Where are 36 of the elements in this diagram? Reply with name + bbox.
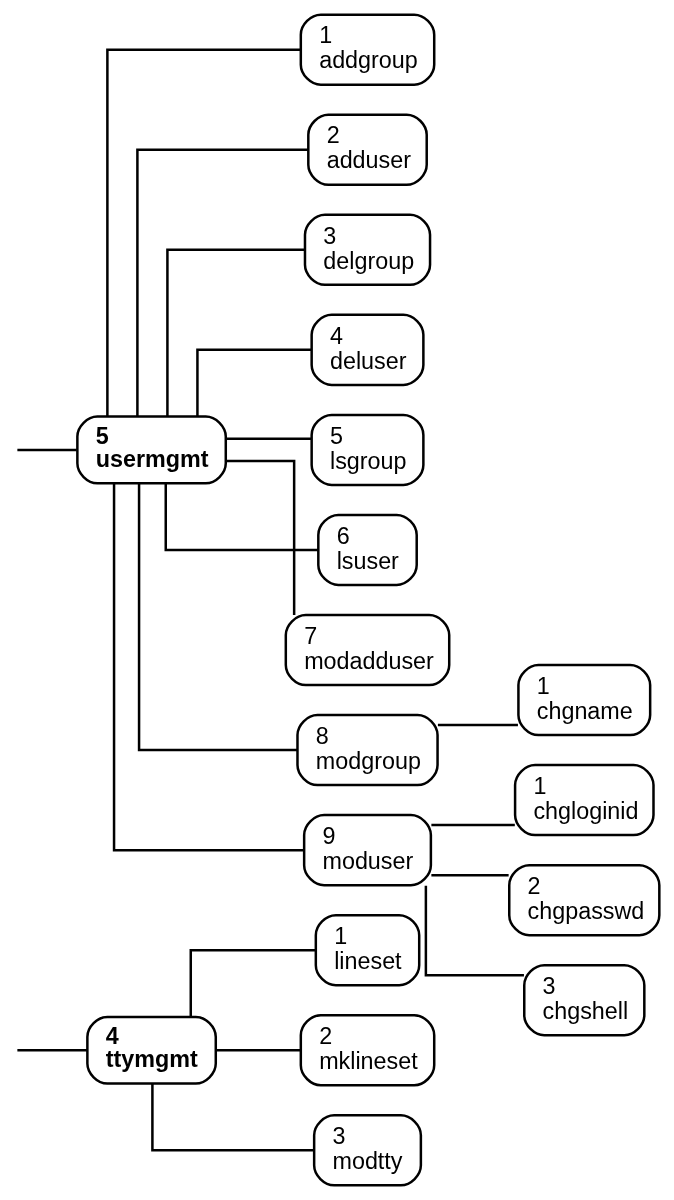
node-box: 3 chgshell <box>522 963 646 1037</box>
node-box: 2 chgpasswd <box>507 863 661 937</box>
connector <box>137 483 297 752</box>
connector <box>430 873 509 877</box>
connector <box>225 437 311 441</box>
node-box: 3 delgroup <box>303 213 431 287</box>
node-box: 6 lsuser <box>316 513 418 587</box>
connector <box>189 948 315 1017</box>
node-box: 9 moduser <box>302 813 432 887</box>
node-box: 2 mklineset <box>299 1013 435 1087</box>
connector <box>430 823 515 827</box>
node-box: 2 adduser <box>306 113 428 187</box>
connector <box>215 1049 300 1052</box>
node-box: 1 lineset <box>314 913 420 987</box>
node-box: 8 modgroup <box>295 713 439 787</box>
connector <box>135 148 308 417</box>
connector <box>225 459 295 615</box>
connector <box>150 1084 314 1152</box>
node-box: 3 modtty <box>312 1114 422 1187</box>
node-box: 1 addgroup <box>299 13 435 86</box>
connector <box>112 483 304 852</box>
connector <box>165 248 305 417</box>
node-box: 5 usermgmt <box>75 415 227 485</box>
connector <box>164 483 318 552</box>
node-box: 1 chgname <box>516 663 651 737</box>
node-box: 7 modadduser <box>284 613 450 687</box>
connector <box>437 723 518 727</box>
node-box: 4 deluser <box>309 313 425 387</box>
connector <box>16 1049 87 1052</box>
connector <box>105 48 301 417</box>
node-box: 5 lsgroup <box>309 413 425 487</box>
node-box: 4 ttymgmt <box>85 1015 217 1085</box>
node-box: 1 chgloginid <box>513 763 655 837</box>
connector <box>16 448 77 452</box>
connector <box>424 885 524 977</box>
connector <box>195 348 311 417</box>
